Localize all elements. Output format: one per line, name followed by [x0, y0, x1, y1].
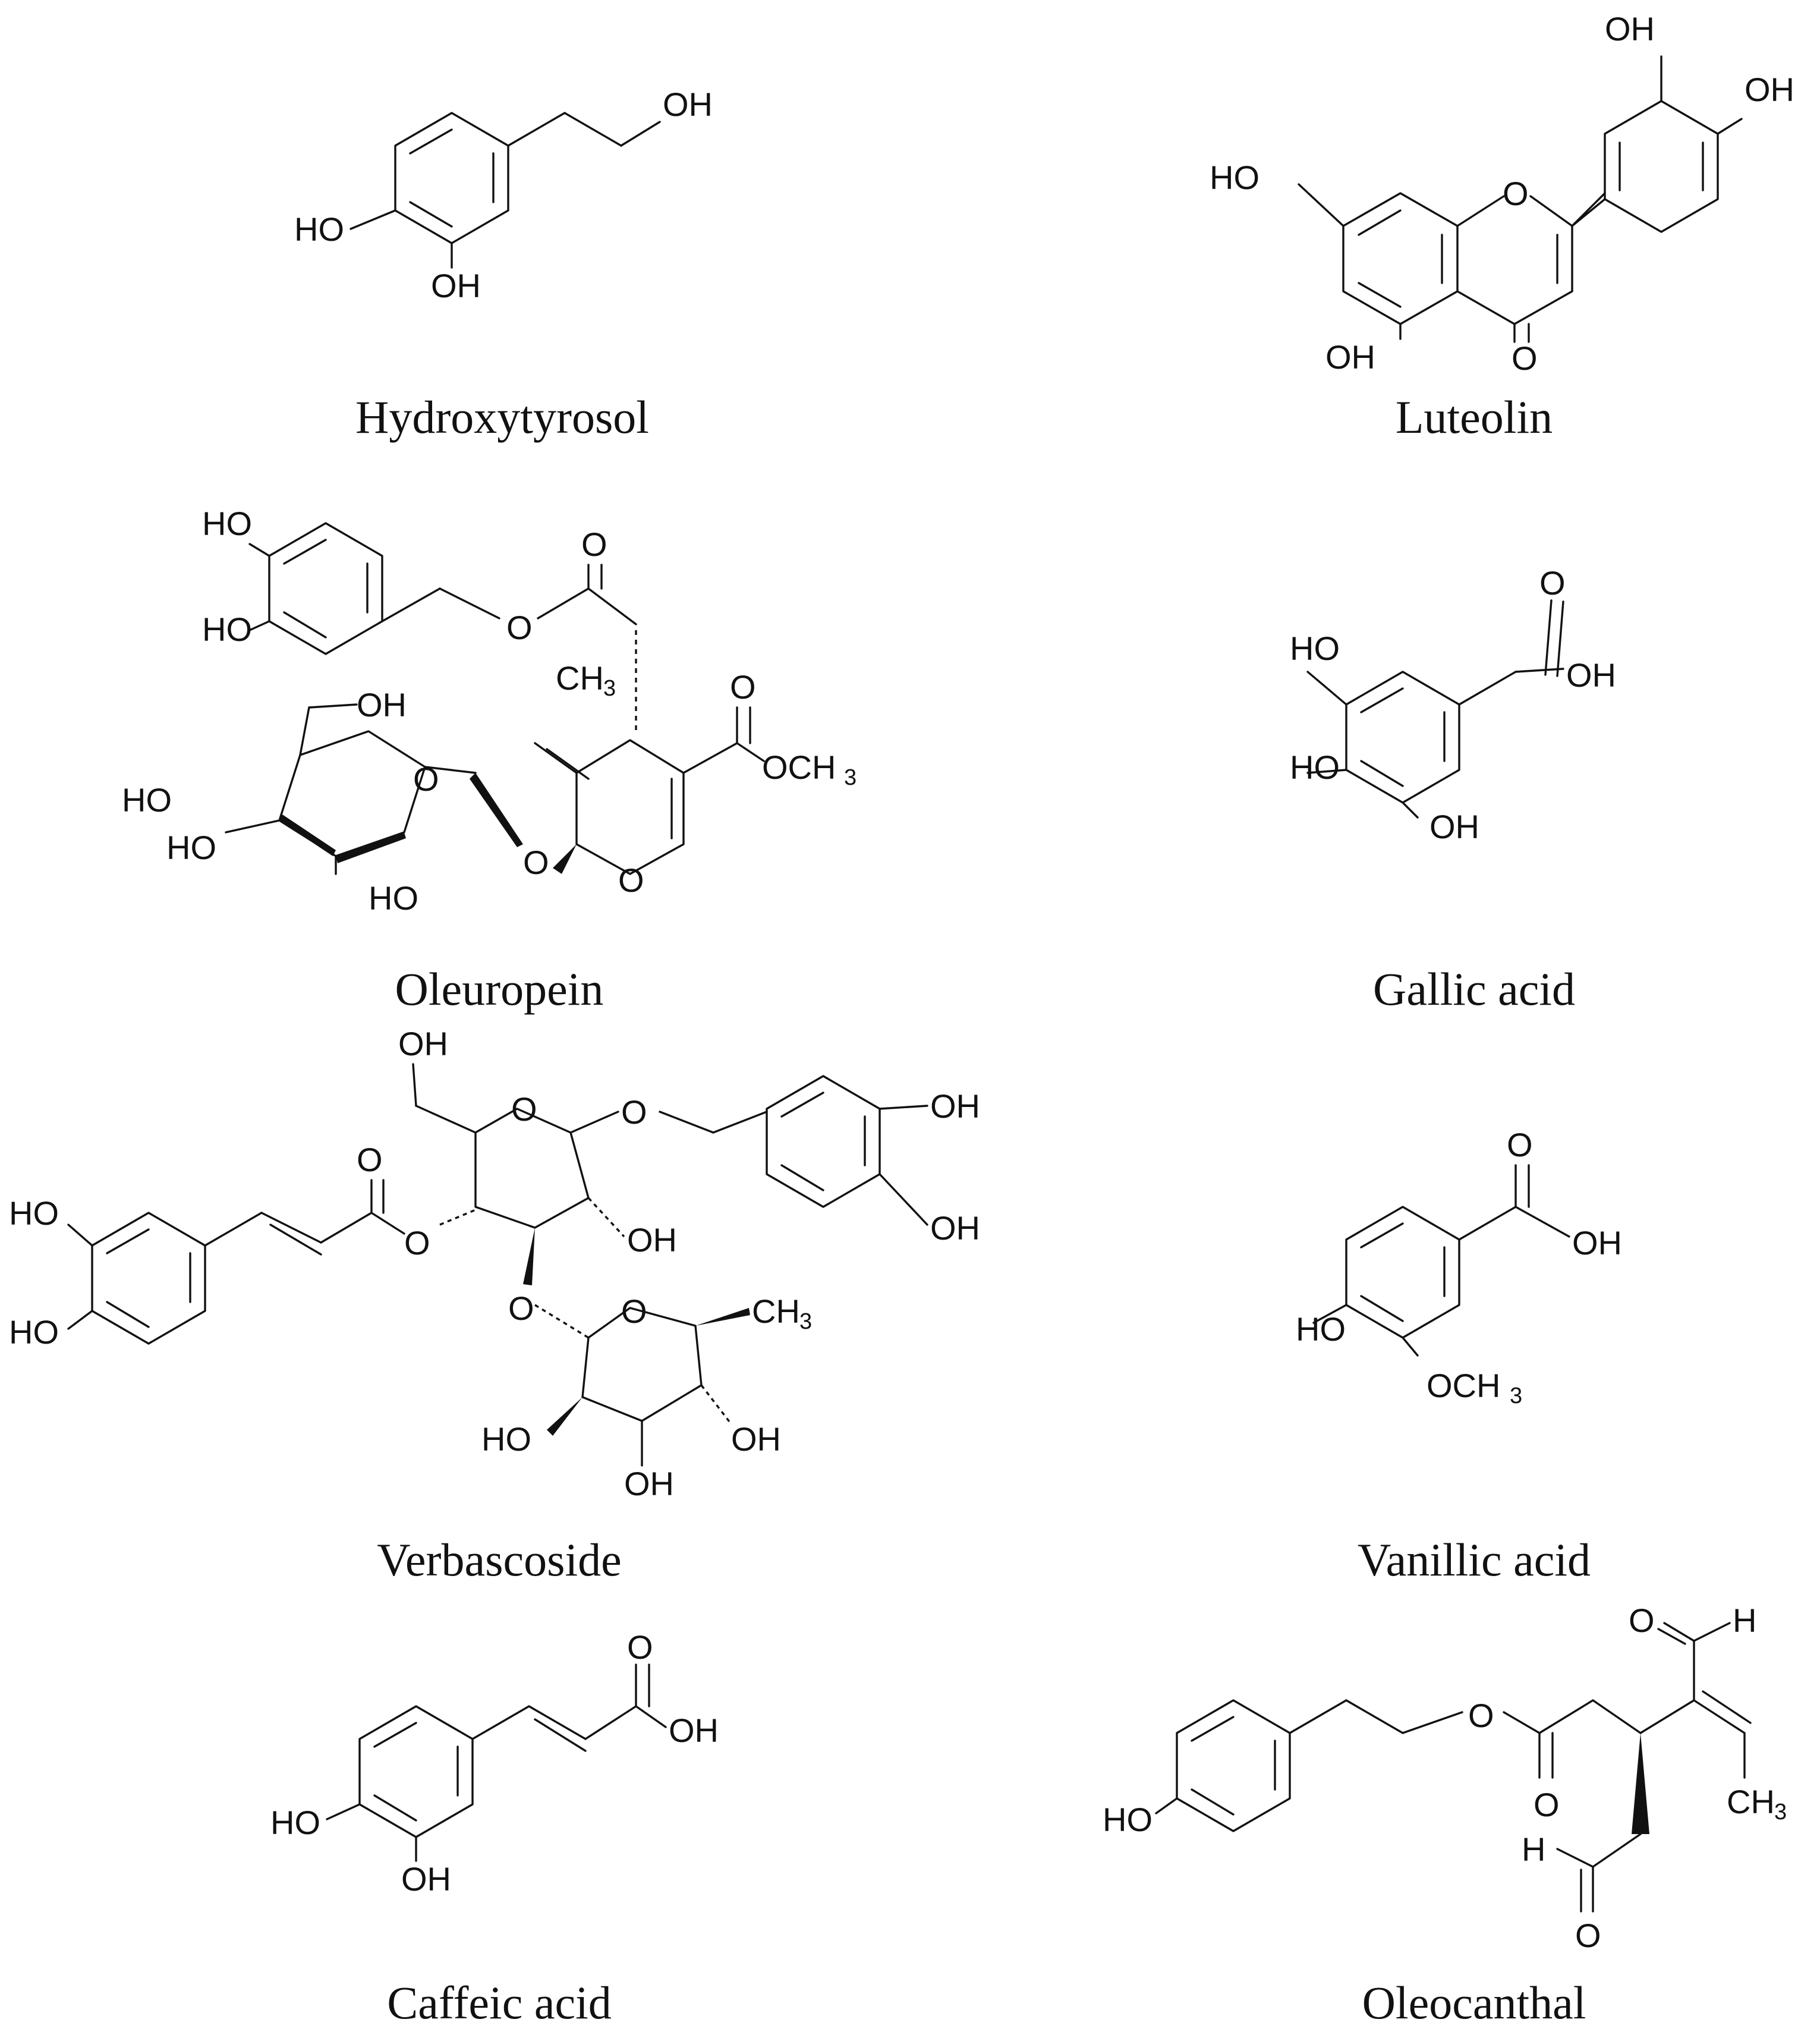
methoxy-label: OCH	[1427, 1367, 1500, 1404]
luteolin-structure: O HO OH O OH OH	[1210, 10, 1794, 377]
hydroxyl-label: OH	[627, 1221, 677, 1259]
hydroxyl-label: OH	[1566, 656, 1616, 694]
svg-text:3: 3	[799, 1309, 812, 1334]
ring-oxygen-label: O	[621, 1292, 647, 1330]
hydroxyl-label: HO	[9, 1194, 59, 1232]
carbonyl-oxygen-label: O	[357, 1141, 383, 1178]
methyl-label: CH	[752, 1292, 800, 1330]
hydroxyl-label: OH	[930, 1087, 980, 1125]
aldehyde-hydrogen-label: H	[1522, 1831, 1545, 1868]
ether-oxygen-label: O	[621, 1093, 647, 1131]
hydroxyl-label: OH	[663, 86, 713, 123]
carbonyl-oxygen-label: O	[581, 526, 607, 563]
hydroxyl-label: OH	[1429, 808, 1479, 845]
hydroxyl-label: HO	[9, 1313, 59, 1351]
hydroxyl-label: OH	[669, 1712, 719, 1749]
glycosidic-oxygen-label: O	[523, 844, 549, 881]
hydroxyl-label: OH	[1745, 71, 1794, 108]
svg-text:3: 3	[603, 676, 616, 701]
compound-name-oleocanthal: Oleocanthal	[1362, 1977, 1586, 2028]
hydroxyl-label: HO	[122, 781, 172, 819]
methoxy-label: OCH	[762, 748, 836, 786]
ester-oxygen-label: O	[506, 609, 533, 646]
methyl-label: CH	[1727, 1783, 1775, 1820]
hydroxyl-label: OH	[398, 1025, 448, 1062]
svg-text:3: 3	[1774, 1800, 1787, 1825]
hydroxyl-label: OH	[1325, 338, 1375, 376]
compound-name-vanillic-acid: Vanillic acid	[1358, 1534, 1591, 1586]
hydroxyl-label: HO	[1296, 1310, 1346, 1348]
glycosidic-oxygen-label: O	[508, 1290, 534, 1327]
hydroxyl-label: HO	[369, 879, 418, 917]
hydroxyl-label: HO	[166, 829, 216, 866]
hydroxyl-label: OH	[431, 267, 481, 304]
svg-text:3: 3	[844, 765, 857, 790]
hydroxyl-label: HO	[1290, 748, 1340, 786]
verbascoside-structure: HO HO O O OH O O OH O O CH 3 HO OH OH OH…	[9, 1025, 980, 1502]
carbonyl-oxygen-label: O	[1512, 339, 1538, 377]
compound-name-caffeic-acid: Caffeic acid	[387, 1977, 612, 2028]
aldehyde-hydrogen-label: H	[1733, 1602, 1756, 1639]
hydroxyl-label: OH	[1605, 10, 1655, 48]
hydroxyl-label: HO	[202, 505, 252, 542]
compound-name-luteolin: Luteolin	[1396, 391, 1553, 443]
carbonyl-oxygen-label: O	[730, 668, 756, 706]
hydroxyl-label: OH	[930, 1209, 980, 1247]
carbonyl-oxygen-label: O	[1534, 1786, 1560, 1823]
aldehyde-oxygen-label: O	[1629, 1602, 1655, 1639]
compound-name-hydroxytyrosol: Hydroxytyrosol	[355, 391, 649, 443]
compound-name-oleuropein: Oleuropein	[395, 963, 604, 1015]
ring-oxygen-label: O	[1503, 175, 1529, 212]
ring-oxygen-label: O	[618, 861, 644, 899]
svg-text:3: 3	[1510, 1383, 1522, 1408]
carbonyl-oxygen-label: O	[627, 1628, 653, 1666]
oleuropein-structure: HO HO O O CH 3 O OCH 3 O O OH O HO HO HO	[122, 505, 857, 917]
carbonyl-oxygen-label: O	[1507, 1126, 1533, 1163]
hydroxyl-label: HO	[270, 1804, 320, 1841]
hydroxyl-label: HO	[294, 210, 344, 248]
ring-oxygen-label: O	[413, 760, 439, 798]
ester-oxygen-label: O	[1468, 1697, 1494, 1734]
hydroxyl-label: OH	[1572, 1224, 1622, 1262]
carbonyl-oxygen-label: O	[1539, 564, 1566, 602]
hydroxyl-label: OH	[731, 1420, 781, 1458]
compound-name-verbascoside: Verbascoside	[377, 1534, 622, 1586]
gallic-acid-structure: O OH HO HO OH	[1290, 564, 1616, 845]
ring-oxygen-label: O	[511, 1090, 537, 1128]
hydroxyl-label: HO	[1103, 1801, 1153, 1838]
compound-name-gallic-acid: Gallic acid	[1373, 963, 1575, 1015]
oleocanthal-structure: HO O O O H CH 3 H O	[1103, 1602, 1787, 1954]
hydroxyl-label: OH	[357, 686, 407, 724]
hydroxyl-label: HO	[481, 1420, 531, 1458]
hydroxytyrosol-structure: OH HO OH	[294, 86, 713, 304]
hydroxyl-label: HO	[1210, 159, 1259, 196]
methyl-label: CH	[556, 659, 604, 697]
hydroxyl-label: OH	[401, 1860, 451, 1898]
hydroxyl-label: HO	[202, 611, 252, 648]
ester-oxygen-label: O	[404, 1224, 430, 1262]
aldehyde-oxygen-label: O	[1575, 1917, 1601, 1954]
hydroxyl-label: OH	[624, 1465, 674, 1502]
vanillic-acid-structure: O OH HO OCH 3	[1296, 1126, 1622, 1408]
caffeic-acid-structure: O OH HO OH	[270, 1628, 719, 1898]
hydroxyl-label: HO	[1290, 630, 1340, 667]
